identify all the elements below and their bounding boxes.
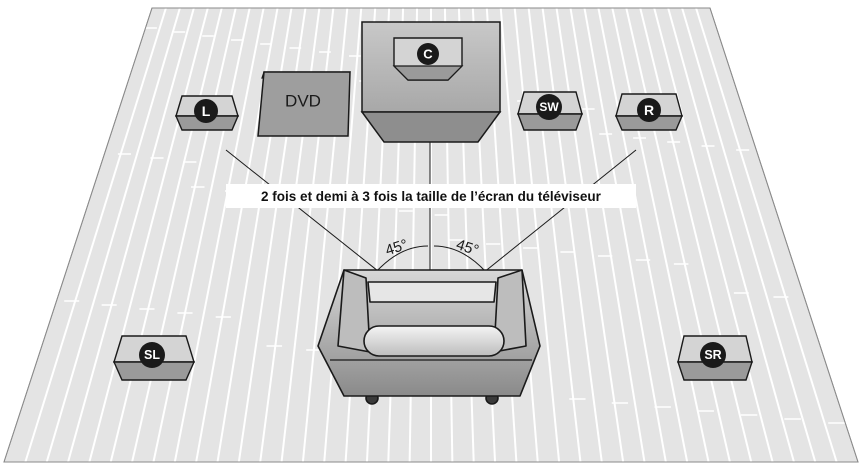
floor-plank-line: [513, 8, 561, 462]
floor-plank-line: [695, 8, 838, 462]
floor-plank-line: [541, 8, 603, 462]
floor-plank-line: [681, 8, 817, 462]
surround-left-label: SL: [144, 348, 160, 362]
floor-plank-line: [88, 8, 209, 462]
floor-plank-line: [625, 8, 731, 462]
floor-plank-line: [323, 8, 363, 462]
dvd-player-body: [257, 71, 351, 137]
floor-edge: [3, 7, 859, 463]
distance-caption: 2 fois et demi à 3 fois la taille de l’é…: [261, 189, 602, 204]
floor-plank-line: [109, 8, 223, 462]
subwoofer-label: SW: [539, 100, 559, 114]
center-speaker-label: C: [423, 47, 433, 62]
angle-arc-left: [375, 245, 429, 273]
surround-right-badge: [700, 342, 726, 368]
center-speaker: C: [360, 21, 502, 143]
floor-plank-line: [653, 8, 774, 462]
floor-plank-line: [611, 8, 710, 462]
tv-cabinet-base: [360, 111, 502, 143]
floor-plank-line: [597, 8, 689, 462]
floor-plank-line: [67, 8, 195, 462]
angle-label-right: 45°: [454, 236, 481, 259]
dvd-label: DVD: [285, 92, 321, 111]
angle-arc-right: [433, 245, 487, 273]
floor-plank-line: [499, 8, 539, 462]
caption-background: [226, 184, 636, 208]
surround-right-speaker: SR: [677, 335, 753, 381]
surround-left-badge: [139, 342, 165, 368]
angle-label-left: 45°: [383, 236, 410, 259]
right-speaker-label: R: [644, 102, 654, 118]
subwoofer-front: [516, 113, 584, 131]
floor-plank-line: [24, 8, 167, 462]
center-speaker-badge: [417, 43, 439, 65]
floor-plank-line: [131, 8, 237, 462]
left-speaker-front: [174, 115, 240, 131]
subwoofer: SW: [516, 91, 584, 131]
surround-left-speaker: SL: [112, 335, 196, 381]
sofa: [317, 269, 541, 405]
floor-plank-line: [152, 8, 251, 462]
floor-plank-line: [527, 8, 582, 462]
left-speaker-label: L: [202, 103, 211, 119]
floor-plank-line: [569, 8, 646, 462]
surround-right-front: [677, 361, 753, 381]
sofa-backrest: [367, 281, 497, 303]
floor-plank-line: [639, 8, 753, 462]
floor-plank-line: [583, 8, 667, 462]
dvd-player: DVD: [257, 71, 351, 137]
floor-plank-line: [667, 8, 795, 462]
subwoofer-badge: [536, 94, 562, 120]
surround-right-label: SR: [704, 348, 721, 362]
right-speaker-front: [614, 115, 684, 131]
surround-left-front: [112, 361, 196, 381]
center-speaker-front: [392, 65, 464, 81]
left-speaker-badge: [194, 99, 218, 123]
floor-plank-line: [45, 8, 181, 462]
sofa-cushion: [363, 325, 505, 357]
floor-plank-line: [555, 8, 625, 462]
floor-plank-line: [173, 8, 265, 462]
left-speaker: L: [174, 95, 240, 131]
right-speaker-badge: [637, 98, 661, 122]
right-speaker: R: [614, 93, 684, 131]
